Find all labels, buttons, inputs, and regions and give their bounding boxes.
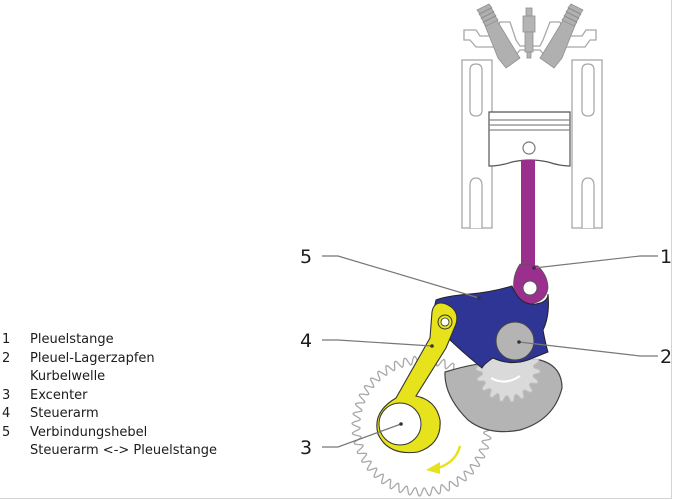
spark-plug	[522, 7, 536, 59]
legend-label: Pleuel-Lagerzapfen	[30, 350, 155, 366]
intake-valve	[476, 3, 521, 69]
leader-lines	[322, 255, 658, 448]
leader-line-3	[322, 423, 402, 448]
callout-4: 4	[300, 330, 312, 352]
rotation-arrow-icon	[426, 445, 462, 474]
legend: 1 Pleuelstange 2 Pleuel-Lagerzapfen Kurb…	[2, 331, 217, 461]
leader-line-4	[322, 339, 433, 347]
legend-label: Verbindungshebel	[30, 424, 148, 440]
legend-label: Pleuelstange	[30, 332, 114, 347]
legend-number: 1	[2, 332, 11, 347]
legend-item-3: 3 Excenter	[2, 387, 217, 406]
legend-number: 3	[2, 387, 11, 403]
crank-pin	[495, 321, 535, 361]
legend-item-2-cont: Kurbelwelle	[2, 368, 217, 387]
legend-item-5: 5 Verbindungshebel	[2, 424, 217, 443]
legend-label: Steuerarm <-> Pleuelstange	[30, 443, 218, 458]
legend-item-2: 2 Pleuel-Lagerzapfen	[2, 350, 217, 369]
legend-label: Kurbelwelle	[30, 369, 106, 384]
legend-label: Steuerarm	[30, 406, 99, 421]
callout-3: 3	[300, 437, 312, 459]
callout-5: 5	[300, 246, 312, 268]
callout-2: 2	[660, 346, 672, 368]
legend-item-4: 4 Steuerarm	[2, 405, 217, 424]
leader-line-1	[533, 255, 658, 269]
cylinder-wall-right	[571, 59, 603, 229]
control-arm-pin-hole	[440, 317, 450, 327]
leader-line-5	[322, 255, 480, 299]
cylinder-wall-left	[461, 59, 493, 229]
legend-number: 5	[2, 424, 11, 440]
legend-item-5-cont: Steuerarm <-> Pleuelstange	[2, 442, 217, 461]
exhaust-valve	[539, 3, 584, 69]
callout-1: 1	[660, 246, 672, 268]
legend-label: Excenter	[30, 387, 88, 403]
piston	[488, 111, 571, 167]
rod-pin-hole	[522, 280, 538, 296]
legend-number: 4	[2, 406, 11, 421]
leader-line-2	[518, 341, 658, 357]
leader-dots	[399, 266, 536, 426]
legend-number: 2	[2, 350, 11, 366]
legend-item-1: 1 Pleuelstange	[2, 331, 217, 350]
